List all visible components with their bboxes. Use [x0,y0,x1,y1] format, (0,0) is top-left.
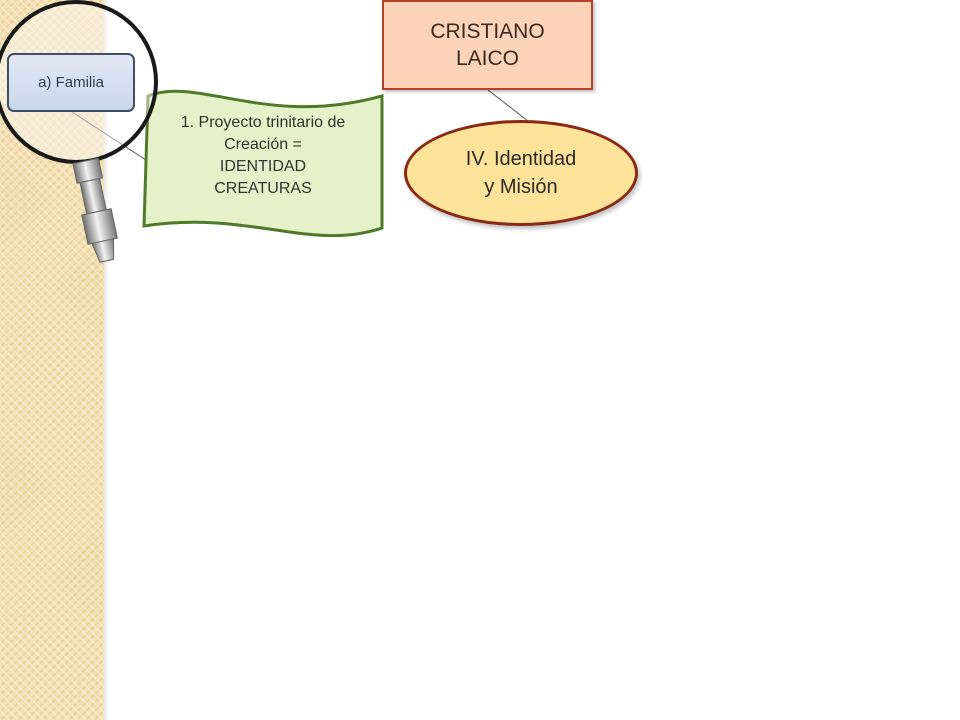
decorative-side-band [0,0,104,720]
proyecto-trinitario-text: 1. Proyecto trinitario de Creación = IDE… [154,112,372,200]
proyecto-line-2: Creación = [224,136,302,153]
laico-line-2: LAICO [455,47,520,70]
identidad-mision-node: IV. Identidad y Misión [404,120,638,226]
connector-laico-identidad [487,89,529,122]
proyecto-line-1: 1. Proyecto trinitario de [180,114,346,131]
laico-line-1: CRISTIANO [430,20,545,43]
connector-familia-proyecto [71,111,147,161]
identidad-line-1: IV. Identidad [465,148,577,170]
cristiano-laico-box: CRISTIANO LAICO [382,0,593,90]
familia-box: a) Familia [7,53,135,112]
side-band-shadow [104,0,109,720]
familia-label: a) Familia [38,74,104,91]
proyecto-flag-shape [142,89,384,238]
identidad-line-2: y Misión [484,176,558,198]
proyecto-line-3: IDENTIDAD [219,158,307,175]
proyecto-line-4: CREATURAS [214,180,312,197]
magnifying-glass-icon [0,0,158,263]
